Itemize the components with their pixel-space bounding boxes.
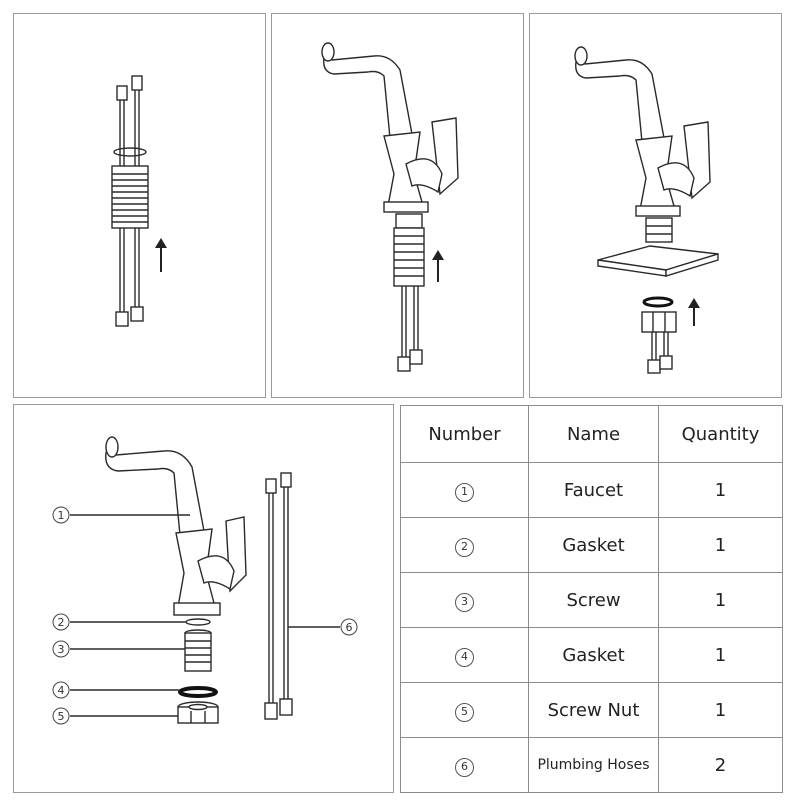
exploded-parts-panel: 1 2 3 4 5 6 <box>13 404 394 793</box>
step-1-illustration <box>111 75 167 327</box>
threaded-shank-drawing <box>393 213 425 287</box>
callout-6: 6 <box>340 618 358 636</box>
header-number: Number <box>400 405 529 463</box>
table-row: 1 Faucet 1 <box>400 462 783 518</box>
row-name: Faucet <box>528 462 659 518</box>
countertop-plate-drawing <box>597 245 719 277</box>
row-number: 3 <box>400 572 529 628</box>
step-3-panel <box>529 13 782 398</box>
gasket-2-drawing <box>185 618 211 626</box>
gasket-ring-drawing <box>642 296 674 308</box>
screw-nut-drawing <box>641 311 677 333</box>
threaded-shank-drawing <box>111 165 149 229</box>
table-row: 5 Screw Nut 1 <box>400 682 783 738</box>
screw-nut-drawing <box>177 701 219 724</box>
header-name: Name <box>528 405 659 463</box>
svg-text:6: 6 <box>346 621 353 634</box>
up-arrow-icon <box>688 298 700 326</box>
row-number: 6 <box>400 737 529 793</box>
step-2-illustration <box>321 42 459 372</box>
row-number: 2 <box>400 517 529 573</box>
gasket-4-drawing <box>178 686 218 698</box>
table-row: 2 Gasket 1 <box>400 517 783 573</box>
callout-5: 5 <box>52 707 70 725</box>
row-quantity: 2 <box>658 737 783 793</box>
table-header-row: Number Name Quantity <box>400 405 783 463</box>
row-name: Gasket <box>528 627 659 683</box>
row-name: Gasket <box>528 517 659 573</box>
callout-2: 2 <box>52 613 70 631</box>
row-name: Plumbing Hoses <box>528 737 659 793</box>
row-number: 1 <box>400 462 529 518</box>
plumbing-hoses-drawing <box>264 472 293 720</box>
step-1-panel <box>13 13 266 398</box>
table-row: 6 Plumbing Hoses 2 <box>400 737 783 793</box>
parts-table: Number Name Quantity 1 Faucet 1 2 Gasket… <box>400 405 783 793</box>
callout-3: 3 <box>52 640 70 658</box>
row-name: Screw <box>528 572 659 628</box>
table-row: 3 Screw 1 <box>400 572 783 628</box>
plumbing-hoses-drawing <box>647 332 673 374</box>
screw-drawing <box>184 629 212 672</box>
svg-text:1: 1 <box>58 509 65 522</box>
step-2-panel <box>271 13 524 398</box>
exploded-parts-illustration: 1 2 3 4 5 6 <box>52 436 358 725</box>
row-quantity: 1 <box>658 627 783 683</box>
svg-text:3: 3 <box>58 643 65 656</box>
svg-text:2: 2 <box>58 616 65 629</box>
svg-text:5: 5 <box>58 710 65 723</box>
faucet-drawing <box>105 436 247 616</box>
table-row: 4 Gasket 1 <box>400 627 783 683</box>
row-quantity: 1 <box>658 572 783 628</box>
callout-4: 4 <box>52 681 70 699</box>
up-arrow-icon <box>155 238 167 272</box>
step-3-illustration <box>574 46 719 374</box>
callout-1: 1 <box>52 506 70 524</box>
row-name: Screw Nut <box>528 682 659 738</box>
row-number: 5 <box>400 682 529 738</box>
plumbing-hoses-drawing <box>397 286 423 372</box>
gasket-ring-drawing <box>113 147 147 157</box>
faucet-drawing <box>321 42 459 213</box>
row-quantity: 1 <box>658 682 783 738</box>
svg-text:4: 4 <box>58 684 65 697</box>
row-number: 4 <box>400 627 529 683</box>
up-arrow-icon <box>432 250 444 282</box>
row-quantity: 1 <box>658 462 783 518</box>
header-quantity: Quantity <box>658 405 783 463</box>
faucet-drawing <box>574 46 711 243</box>
row-quantity: 1 <box>658 517 783 573</box>
